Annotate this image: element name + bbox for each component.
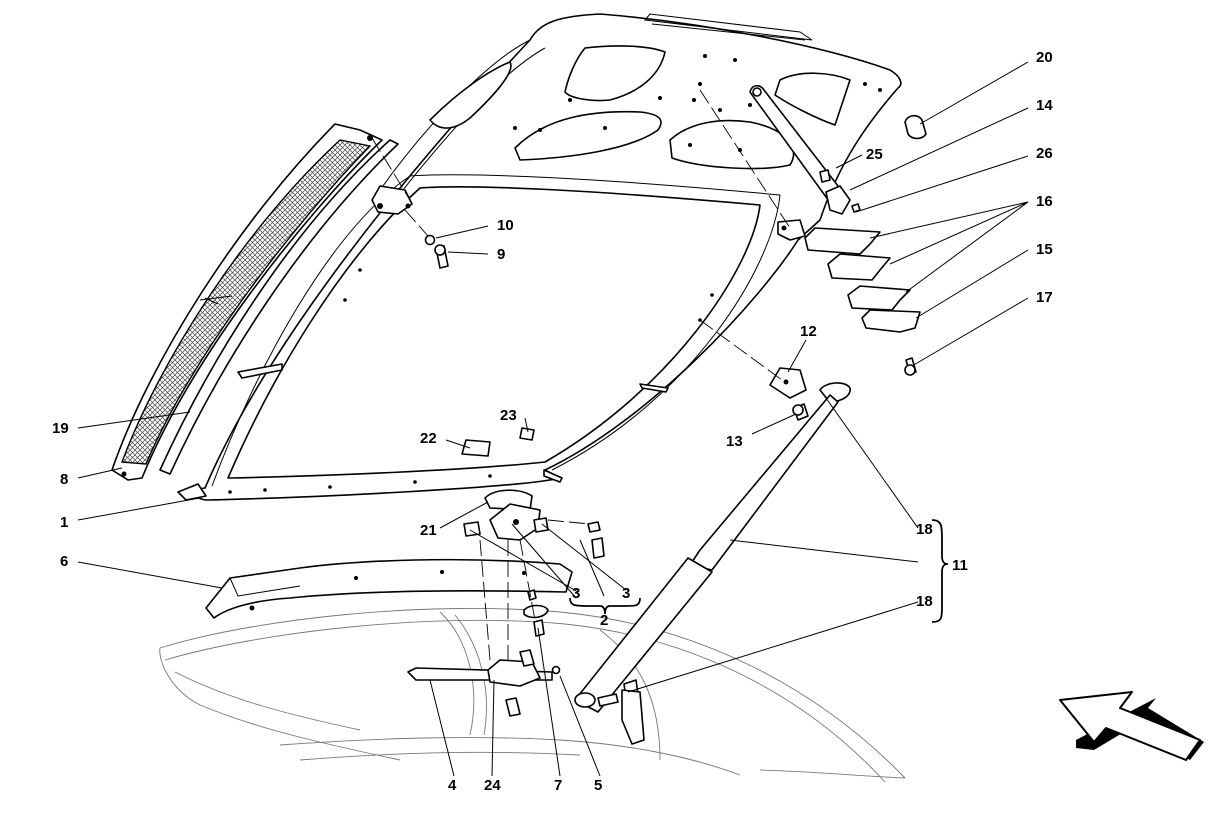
hood-mounting-holes	[228, 54, 882, 494]
callout-10: 10	[497, 217, 514, 234]
bumper-pad	[904, 114, 927, 140]
hood-hinge-arm	[749, 84, 861, 215]
assembly-dashed-lines	[371, 89, 791, 661]
callout-24: 24	[484, 777, 501, 794]
arrow-direction-icon	[1059, 691, 1204, 761]
callout-6: 6	[60, 553, 68, 570]
callout-8: 8	[60, 471, 68, 488]
callout-11: 11	[952, 557, 968, 574]
callout-3-left: 3	[572, 585, 580, 602]
callout-26: 26	[1036, 145, 1053, 162]
brace-group-11	[931, 519, 949, 623]
callout-3-right: 3	[622, 585, 630, 602]
callout-7: 7	[554, 777, 562, 794]
callout-18-upper: 18	[916, 521, 933, 538]
callout-25: 25	[866, 146, 883, 163]
latch-plate	[769, 367, 851, 403]
callout-20: 20	[1036, 49, 1053, 66]
callout-23: 23	[500, 407, 517, 424]
callout-9: 9	[497, 246, 505, 263]
brace-group-2	[569, 597, 641, 615]
callout-12: 12	[800, 323, 817, 340]
car-body-outline	[159, 608, 906, 783]
callout-2: 2	[600, 612, 608, 629]
front-cross-member	[205, 558, 573, 619]
hood-panel	[177, 13, 902, 501]
callout-16: 16	[1036, 193, 1053, 210]
fasteners	[424, 234, 917, 745]
leader-lines	[77, 61, 1029, 777]
gas-strut	[574, 394, 839, 713]
insulation-panel	[111, 123, 383, 481]
callout-14: 14	[1036, 97, 1053, 114]
callout-5: 5	[594, 777, 602, 794]
callout-18-lower: 18	[916, 593, 933, 610]
front-latch	[463, 489, 605, 559]
callout-17: 17	[1036, 289, 1053, 306]
callout-labels: 20 14 26 16 15 17 25 10 9 12 13 18 11 18…	[52, 49, 1053, 794]
front-seal	[159, 139, 399, 475]
callout-22: 22	[420, 430, 437, 447]
callout-19: 19	[52, 420, 69, 437]
callout-15: 15	[1036, 241, 1053, 258]
striker-brackets	[804, 227, 921, 333]
callout-1: 1	[60, 514, 68, 531]
callout-4: 4	[448, 777, 457, 794]
lower-hinge-assembly	[407, 589, 561, 717]
callout-13: 13	[726, 433, 743, 450]
callout-21: 21	[420, 522, 437, 539]
